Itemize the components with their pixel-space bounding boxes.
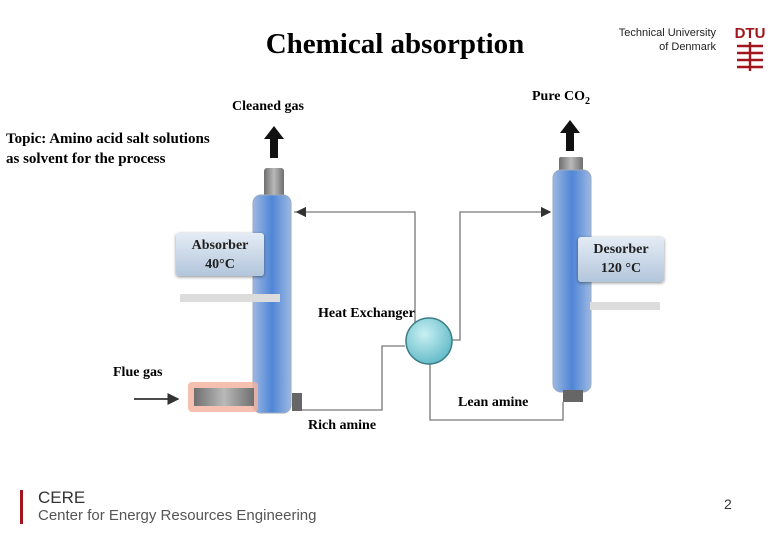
university-name-line-1: Technical University [618, 27, 716, 39]
topic-line-2: as solvent for the process [6, 151, 166, 167]
pure-co2-subscript: 2 [585, 95, 591, 107]
flue-gas-inlet [188, 382, 258, 412]
absorber-shadow [180, 294, 280, 302]
cere-logo-text: CERE [38, 488, 86, 507]
lean-amine-label: Lean amine [458, 395, 529, 410]
desorber-label-name: Desorber [593, 242, 649, 257]
university-name: Technical University of Denmark [619, 26, 716, 54]
rich-amine-label: Rich amine [308, 418, 377, 433]
cere-accent-bar [20, 490, 23, 524]
desorber-label-temp: 120 °C [600, 261, 642, 276]
university-name-line-2: of Denmark [659, 41, 716, 53]
absorber-label-temp: 40°C [205, 257, 235, 272]
desorber-column [552, 157, 592, 402]
cleaned-gas-arrow [264, 126, 284, 158]
heat-exchanger [405, 317, 453, 365]
topic-line-1: Topic: Amino acid salt solutions [6, 131, 210, 147]
slide-title: Chemical absorption [265, 28, 525, 60]
absorber-label: Absorber 40°C [176, 233, 264, 276]
cleaned-gas-label: Cleaned gas [232, 99, 304, 114]
dtu-logo: DTU [735, 25, 766, 71]
page-number: 2 [724, 496, 732, 512]
flue-gas-label: Flue gas [113, 365, 163, 380]
desorber-label: Desorber 120 °C [578, 237, 664, 282]
absorber-column [252, 168, 302, 414]
cere-full-name: Center for Energy Resources Engineering [38, 507, 317, 524]
pure-co2-text: Pure CO [532, 89, 586, 104]
desorber-shadow [590, 302, 660, 310]
heat-exchanger-label: Heat Exchanger [318, 306, 415, 321]
pure-co2-label: Pure CO2 [532, 89, 590, 107]
svg-text:DTU: DTU [735, 25, 766, 42]
topic-text: Topic: Amino acid salt solutions as solv… [6, 129, 210, 169]
pure-co2-arrow [560, 120, 580, 151]
absorber-label-name: Absorber [191, 238, 249, 253]
